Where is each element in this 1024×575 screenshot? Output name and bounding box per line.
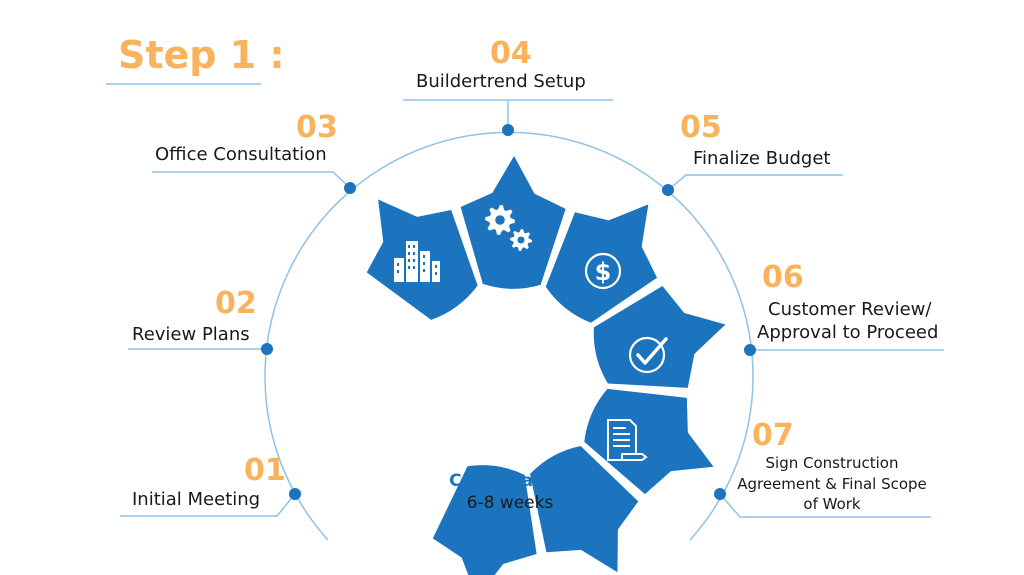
- check-icon: [628, 336, 668, 374]
- dollar-sign: $: [595, 258, 612, 286]
- step-number-02: 02: [215, 286, 257, 321]
- step-label-07-line3: of Work: [803, 495, 861, 514]
- step-label-04: Buildertrend Setup: [416, 71, 586, 92]
- step-dot-04: [502, 124, 514, 136]
- step-dot-05: [662, 184, 674, 196]
- step-dots: [261, 124, 756, 500]
- step-dot-01: [289, 488, 301, 500]
- step-number-01: 01: [244, 453, 286, 488]
- step-label-01: Initial Meeting: [132, 489, 261, 510]
- step-label-03: Office Consultation: [155, 144, 327, 165]
- step-number-05: 05: [680, 110, 722, 145]
- step-number-07: 07: [752, 418, 794, 453]
- step-label-06-line1: Customer Review/: [768, 299, 932, 320]
- step-label-07-line1: Sign Construction: [765, 454, 899, 472]
- step-dot-02: [261, 343, 273, 355]
- segment-step-01: [432, 465, 537, 575]
- step-label-06-line2: Approval to Proceed: [757, 322, 939, 343]
- segment-step-02: [530, 445, 639, 573]
- segment-step-03: [584, 388, 714, 495]
- step-number-03: 03: [296, 110, 338, 145]
- house-icon: [343, 334, 387, 376]
- dollar-icon: [584, 252, 622, 290]
- page-title: Step 1 :: [118, 33, 285, 77]
- connector-lines: [106, 83, 944, 518]
- step-label-02: Review Plans: [132, 324, 250, 345]
- step-dot-07: [714, 488, 726, 500]
- step-dot-06: [744, 344, 756, 356]
- step-dot-03: [344, 182, 356, 194]
- step-label-07-line2: Agreement & Final Scope: [737, 474, 927, 493]
- center-subtitle: 6-8 weeks: [466, 493, 554, 513]
- center-title: Consultation: [449, 471, 571, 491]
- step-number-04: 04: [490, 36, 532, 71]
- step-label-05: Finalize Budget: [693, 148, 831, 169]
- segment-ring: [366, 156, 726, 575]
- gears-icon: [485, 205, 532, 251]
- segment-step-04: [593, 286, 726, 388]
- people-icon: [359, 427, 421, 457]
- step-number-06: 06: [762, 260, 804, 295]
- document-icon: [607, 419, 648, 461]
- buildings-icon: [394, 241, 440, 282]
- step-label-07: Sign Construction Agreement & Final Scop…: [728, 453, 936, 515]
- segment-step-05: [545, 204, 658, 323]
